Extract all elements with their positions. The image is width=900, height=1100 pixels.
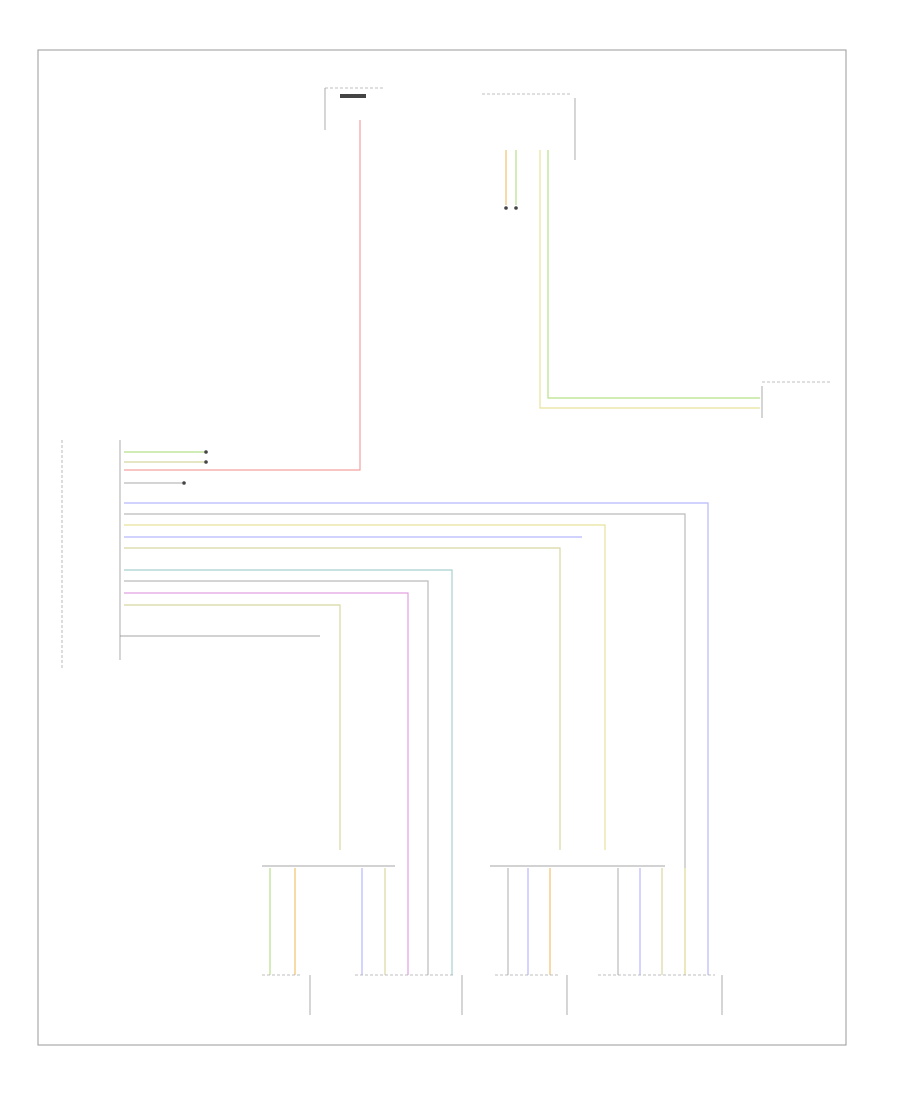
- wire-teal-14: [124, 569, 453, 975]
- fuse-box-bar: [340, 94, 366, 98]
- top-right-connector: [482, 93, 576, 210]
- wire-red-1: [124, 120, 361, 471]
- wire-olive-13: [124, 547, 561, 850]
- wire-blue-9: [124, 502, 709, 975]
- diagram-frame: [37, 49, 847, 1046]
- seat-module: [61, 440, 320, 670]
- wire-yellow-3: [539, 150, 760, 409]
- wire-violet-16: [124, 592, 409, 975]
- switch-3: [495, 974, 568, 1015]
- wire-gray-15: [124, 580, 429, 975]
- wires: [124, 120, 760, 975]
- wire-green-2: [547, 150, 760, 399]
- wire-gray-10: [124, 513, 686, 975]
- right-connector: [761, 381, 830, 418]
- switch-4: [598, 974, 723, 1015]
- wire-yellow-11: [124, 524, 606, 850]
- switch-2: [355, 974, 463, 1015]
- switch-1: [262, 974, 311, 1015]
- wire-olive-17: [124, 604, 341, 850]
- fuse-box: [324, 87, 385, 130]
